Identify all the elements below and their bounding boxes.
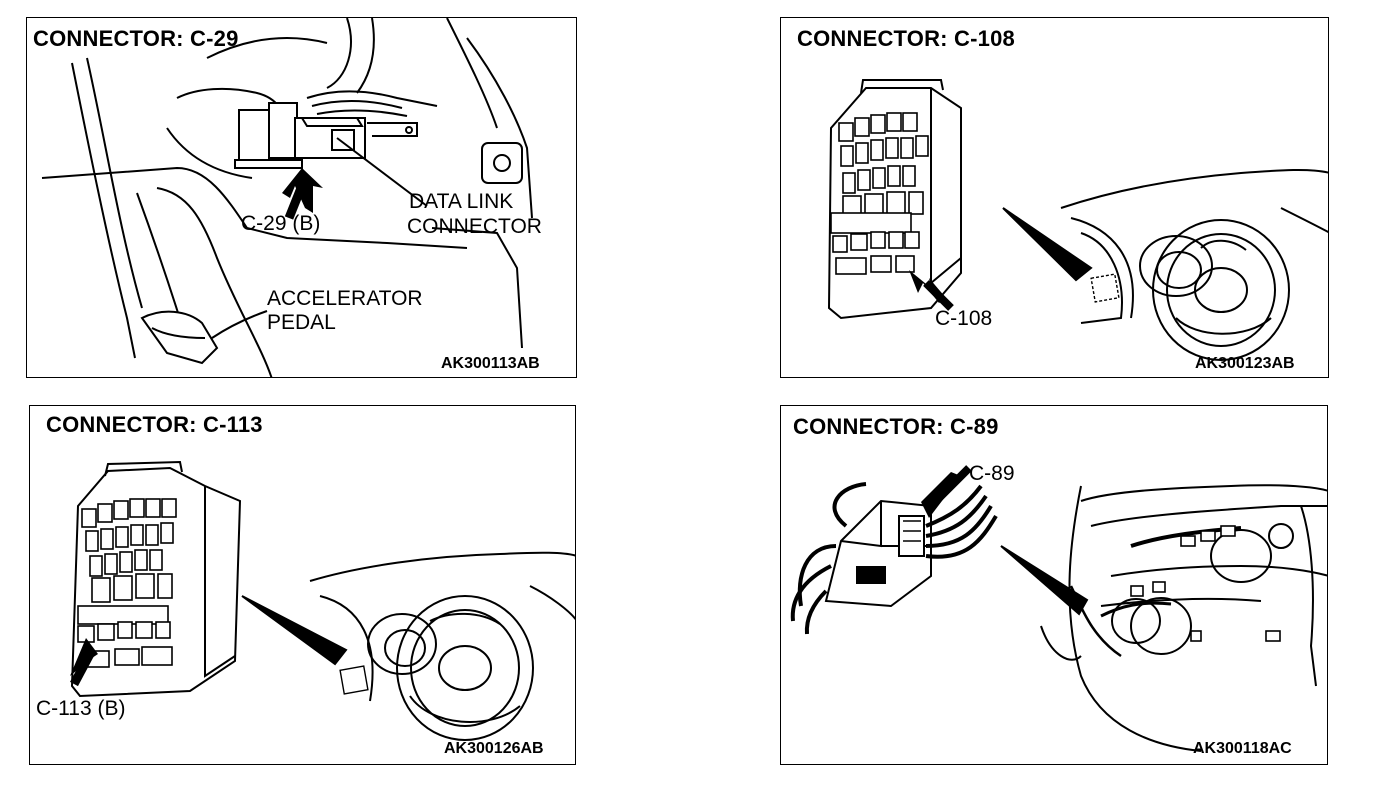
panel-title: CONNECTOR: C-108 <box>797 26 1015 51</box>
c29-illustration <box>41 18 533 377</box>
c113-illustration <box>70 460 575 741</box>
c89-illustration <box>790 465 1327 752</box>
panel-c89: CONNECTOR: C-89 C-89 AK300118AC <box>780 405 1328 765</box>
figure-code: AK300123AB <box>1195 355 1295 372</box>
connector-label: C-108 <box>935 307 993 330</box>
connector-label: C-89 <box>969 462 1015 485</box>
panel-title: CONNECTOR: C-113 <box>46 412 263 437</box>
connector-label: C-113 (B) <box>36 697 126 720</box>
dlc-label-line1: DATA LINK <box>409 190 514 213</box>
panel-c113: CONNECTOR: C-113 C-113 (B) AK300126AB <box>29 405 576 765</box>
c108-illustration <box>827 79 1328 361</box>
dlc-label-line2: CONNECTOR <box>407 215 542 238</box>
figure-code: AK300118AC <box>1193 740 1292 757</box>
panel-c108: CONNECTOR: C-108 C-108 AK300123AB <box>780 17 1329 378</box>
figure-code: AK300113AB <box>441 355 540 372</box>
panel-title: CONNECTOR: C-89 <box>793 414 999 439</box>
figure-code: AK300126AB <box>444 740 544 757</box>
pedal-label-line2: PEDAL <box>267 311 336 334</box>
panel-title: CONNECTOR: C-29 <box>33 26 239 51</box>
pedal-label-line1: ACCELERATOR <box>267 287 423 310</box>
panel-c29: CONNECTOR: C-29 C-29 (B) DATA LINK CONNE… <box>26 17 577 378</box>
connector-label: C-29 (B) <box>241 212 321 235</box>
